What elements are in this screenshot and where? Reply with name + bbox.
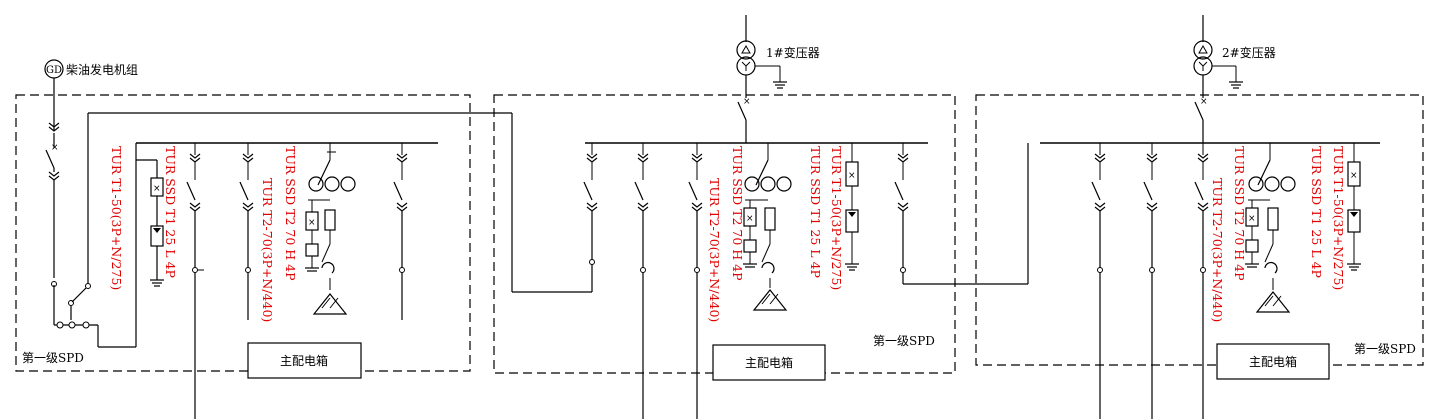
breaker-icon	[894, 181, 904, 201]
svg-text:×: ×	[743, 97, 751, 107]
generator-label: 柴油发电机组	[66, 62, 138, 77]
panel-2: 1#变压器 ×	[493, 15, 1029, 419]
panel-2-boundary	[493, 94, 956, 374]
load-triangle-icon	[312, 293, 348, 315]
breaker-icon	[186, 181, 196, 201]
panel-1: GD 柴油发电机组 × ×	[15, 59, 592, 419]
box-label: 主配电箱	[280, 353, 328, 368]
main-distribution-box	[1216, 343, 1330, 380]
box-label: 主配电箱	[1249, 354, 1297, 369]
panel-3: 2#变压器 ×	[975, 15, 1424, 419]
load-triangle-icon	[1255, 291, 1291, 313]
svg-text:×: ×	[746, 214, 754, 224]
breaker-icon	[1194, 181, 1204, 201]
svg-text:×: ×	[1350, 171, 1358, 181]
main-distribution-box	[712, 344, 826, 381]
device-label: TUR SSD T2 70 H 4P	[1232, 146, 1247, 281]
generator-symbol: GD	[46, 65, 62, 76]
transformer-label: 2#变压器	[1222, 45, 1276, 60]
breaker-icon	[634, 181, 644, 201]
ct-icon	[308, 176, 324, 192]
breaker-icon	[393, 181, 403, 201]
svg-text:×: ×	[51, 143, 59, 153]
spd-level-label: 第一级SPD	[22, 351, 84, 365]
breaker-icon	[688, 181, 698, 201]
breaker-icon	[583, 181, 593, 201]
device-label: TUR T2-70(3P+N/440)	[1210, 178, 1225, 322]
svg-text:×: ×	[153, 184, 161, 194]
breaker-icon	[239, 181, 249, 201]
breaker-icon	[737, 101, 747, 121]
ct-icon	[744, 176, 760, 192]
device-label: TUR SSD T1 25 L 4P	[163, 146, 178, 278]
svg-text:×: ×	[1200, 97, 1208, 107]
svg-text:×: ×	[1248, 214, 1256, 224]
ct-icon	[1248, 176, 1264, 192]
device-label: TUR SSD T1 25 L 4P	[808, 146, 823, 278]
device-label: TUR SSD T2 70 H 4P	[283, 146, 298, 281]
breaker-icon	[1143, 181, 1153, 201]
transformer-label: 1#变压器	[766, 45, 820, 60]
device-label: TUR T1-50(3P+N/275)	[109, 146, 124, 290]
svg-text:×: ×	[308, 218, 316, 228]
panel-1-boundary	[15, 94, 471, 372]
device-label: TUR T2-70(3P+N/440)	[707, 178, 722, 322]
spd-level-label: 第一级SPD	[873, 334, 935, 348]
transfer-switch-icon	[71, 287, 87, 303]
main-distribution-box	[247, 342, 362, 379]
device-label: TUR T1-50(3P+N/275)	[829, 146, 844, 290]
device-label: TUR T1-50(3P+N/275)	[1331, 146, 1346, 290]
transformer-icon	[1193, 40, 1213, 60]
svg-text:×: ×	[848, 171, 856, 181]
spd-level-label: 第一级SPD	[1354, 342, 1416, 356]
device-label: TUR T2-70(3P+N/440)	[260, 178, 275, 322]
breaker-icon	[45, 149, 55, 169]
breaker-icon	[1194, 101, 1204, 121]
panel-3-boundary	[975, 94, 1424, 366]
load-triangle-icon	[752, 289, 788, 311]
transformer-icon	[736, 40, 756, 60]
box-label: 主配电箱	[745, 355, 793, 370]
device-label: TUR SSD T1 25 L 4P	[1309, 146, 1324, 278]
device-label: TUR SSD T2 70 H 4P	[730, 146, 745, 281]
breaker-icon	[1091, 181, 1101, 201]
